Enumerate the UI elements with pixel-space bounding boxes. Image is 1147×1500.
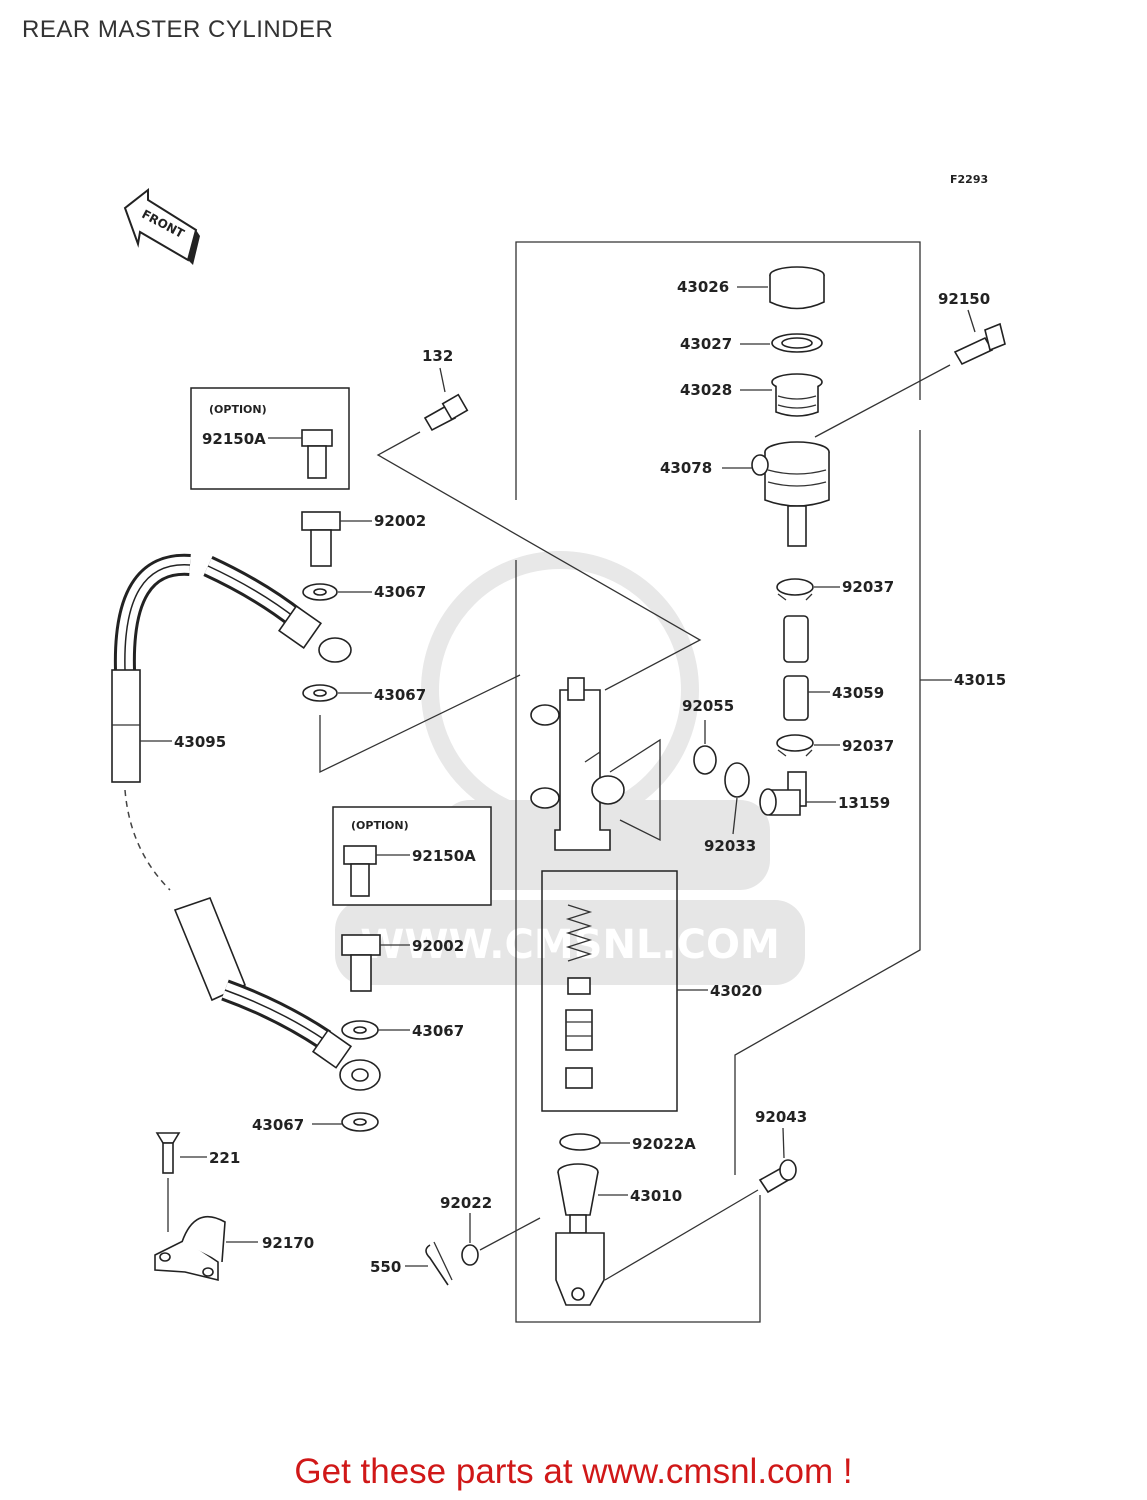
label-92043[interactable]: 92043 — [755, 1108, 807, 1126]
washer-2[interactable] — [302, 684, 338, 702]
piston-kit-box — [541, 870, 678, 1112]
label-43028[interactable]: 43028 — [680, 381, 732, 399]
label-43095[interactable]: 43095 — [174, 733, 226, 751]
leader-132 — [376, 431, 702, 691]
diaphragm[interactable] — [771, 373, 823, 417]
cotter-pin[interactable] — [425, 1241, 453, 1286]
diaphragm-plate[interactable] — [771, 333, 823, 353]
label-43059[interactable]: 43059 — [832, 684, 884, 702]
clevis-pin[interactable] — [758, 1159, 797, 1194]
exploded-parts-diagram: WWW.CMSNL.COM F2293 FRONT 43015 43026 43… — [111, 173, 1006, 1323]
o-ring[interactable] — [693, 745, 717, 775]
banjo-bolt-option-lower[interactable] — [343, 845, 377, 897]
label-92150[interactable]: 92150 — [938, 290, 990, 308]
brake-hose[interactable] — [111, 553, 381, 1091]
circlip-push-rod[interactable] — [559, 1133, 601, 1151]
page-title: REAR MASTER CYLINDER — [22, 16, 334, 43]
washer-3[interactable] — [341, 1020, 379, 1040]
banjo-bolt-option-upper[interactable] — [301, 429, 333, 479]
label-43026[interactable]: 43026 — [677, 278, 729, 296]
master-cylinder-body — [530, 677, 625, 851]
label-43067-2[interactable]: 43067 — [374, 686, 426, 704]
front-arrow-icon: FRONT — [123, 187, 200, 265]
label-43015[interactable]: 43015 — [954, 671, 1006, 689]
hose-clamp-upper[interactable] — [776, 578, 814, 601]
label-92037-upper[interactable]: 92037 — [842, 578, 894, 596]
label-550[interactable]: 550 — [370, 1258, 401, 1276]
reservoir-tank[interactable] — [751, 441, 830, 547]
washer-pin[interactable] — [461, 1244, 479, 1266]
reservoir-cap[interactable] — [769, 266, 825, 310]
washer-1[interactable] — [302, 583, 338, 601]
label-43067-1[interactable]: 43067 — [374, 583, 426, 601]
figure-code: F2293 — [950, 173, 988, 186]
assembly-bracket-bottom — [515, 560, 761, 1323]
bolt-92150[interactable] — [953, 322, 1006, 366]
hose-clamp-bracket[interactable] — [154, 1215, 226, 1282]
washer-4[interactable] — [341, 1112, 379, 1132]
label-92033[interactable]: 92033 — [704, 837, 756, 855]
hose-clamp-lower[interactable] — [776, 734, 814, 757]
bleeder-valve[interactable] — [423, 393, 469, 432]
leader-washer-2 — [319, 674, 521, 774]
hose-elbow-fitting[interactable] — [759, 771, 807, 816]
option-label-lower: (OPTION) — [351, 819, 409, 832]
banjo-bolt-lower[interactable] — [341, 934, 381, 992]
label-92022A[interactable]: 92022A — [632, 1135, 696, 1153]
label-43067-3[interactable]: 43067 — [412, 1022, 464, 1040]
label-92002-lower[interactable]: 92002 — [412, 937, 464, 955]
assembly-bracket-top — [515, 241, 921, 500]
option-label-upper: (OPTION) — [209, 403, 267, 416]
banjo-bolt-upper[interactable] — [301, 511, 341, 567]
label-92037-lower[interactable]: 92037 — [842, 737, 894, 755]
label-92002-upper[interactable]: 92002 — [374, 512, 426, 530]
label-132[interactable]: 132 — [422, 347, 453, 365]
label-221[interactable]: 221 — [209, 1149, 240, 1167]
label-43067-4[interactable]: 43067 — [252, 1116, 304, 1134]
promo-link[interactable]: Get these parts at www.cmsnl.com ! — [294, 1452, 853, 1491]
label-92170[interactable]: 92170 — [262, 1234, 314, 1252]
leader-body — [609, 738, 661, 842]
reservoir-hose[interactable] — [783, 615, 809, 721]
push-rod[interactable] — [555, 1163, 605, 1306]
label-92055[interactable]: 92055 — [682, 697, 734, 715]
label-43027[interactable]: 43027 — [680, 335, 732, 353]
label-92150A-upper[interactable]: 92150A — [202, 430, 266, 448]
label-43078[interactable]: 43078 — [660, 459, 712, 477]
label-13159[interactable]: 13159 — [838, 794, 890, 812]
label-43010[interactable]: 43010 — [630, 1187, 682, 1205]
circlip[interactable] — [724, 762, 750, 798]
assembly-bracket-right — [734, 430, 921, 1175]
label-92022[interactable]: 92022 — [440, 1194, 492, 1212]
screw[interactable] — [155, 1132, 181, 1174]
piston-kit[interactable] — [565, 904, 593, 1089]
label-92150A-lower[interactable]: 92150A — [412, 847, 476, 865]
label-43020[interactable]: 43020 — [710, 982, 762, 1000]
